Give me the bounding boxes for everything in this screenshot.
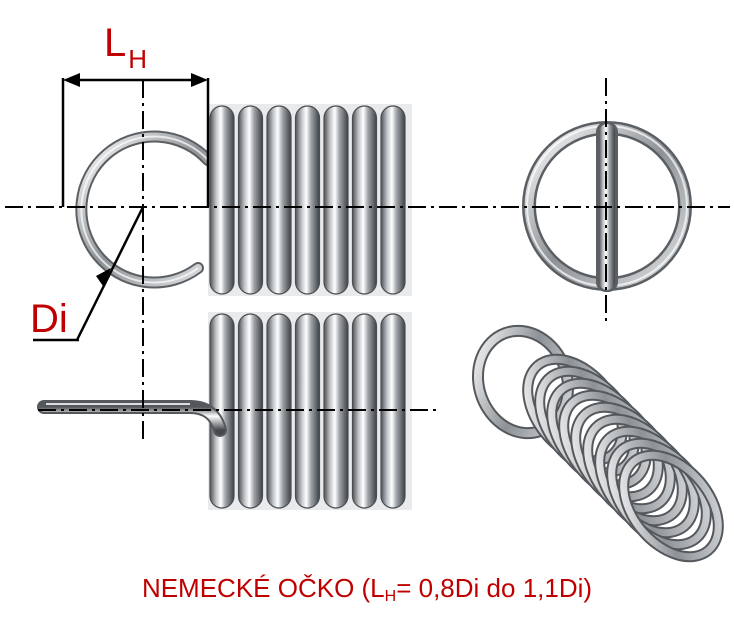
lh-dimension: [61, 73, 210, 207]
coil-turn: [620, 451, 722, 561]
coil-turn: [351, 105, 378, 295]
axis-lines: [5, 78, 730, 440]
di-label: Di: [30, 297, 68, 341]
coil-turn: [237, 105, 264, 295]
coil-turn: [294, 105, 321, 295]
coil-turn: [380, 105, 406, 295]
di-leader: [33, 206, 145, 342]
caption: NEMECKÉ OČKO (LH= 0,8Di do 1,1Di): [141, 573, 593, 605]
straight-hook-wire: [37, 400, 227, 437]
coil-turn: [209, 105, 235, 295]
coil-turn: [323, 105, 349, 295]
coil-turn: [266, 105, 292, 295]
lh-label: LH: [104, 21, 147, 74]
perspective-spring: [471, 324, 724, 563]
top-spring-body: [208, 104, 412, 296]
side-view-eye: [75, 130, 214, 289]
